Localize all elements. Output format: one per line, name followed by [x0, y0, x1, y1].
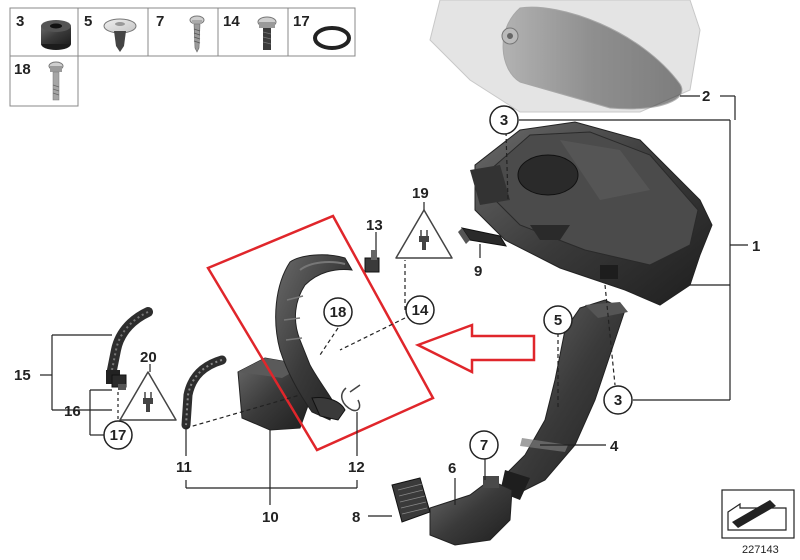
parts-legend [9, 7, 356, 107]
callout-9: 9 [474, 263, 482, 280]
wire-clip-12 [341, 384, 361, 412]
callout-15: 15 [14, 367, 31, 384]
callout-circles [103, 105, 633, 460]
callout-5: 5 [554, 312, 562, 329]
callout-8: 8 [352, 509, 360, 526]
grille-part-8 [391, 477, 431, 523]
callout-17: 17 [110, 427, 127, 444]
diagram-number: 227143 [742, 544, 779, 556]
callout-3-upper: 3 [500, 112, 508, 129]
rubber-grommet-icon [41, 20, 71, 50]
callout-7: 7 [480, 437, 488, 454]
vent-hose-11 [181, 355, 227, 430]
o-ring-icon [313, 26, 351, 50]
callout-4: 4 [610, 438, 619, 455]
callout-12: 12 [348, 459, 365, 476]
callout-20: 20 [140, 349, 157, 366]
legend-number-5: 5 [84, 13, 92, 30]
legend-number-17: 17 [293, 13, 310, 30]
air-filter-housing [470, 121, 713, 306]
hex-bolt-icon [257, 16, 277, 50]
callout-13: 13 [366, 217, 383, 234]
diagram-id-box [721, 489, 795, 539]
torque-warning-icon [119, 371, 177, 421]
screw-icon [189, 15, 205, 53]
callout-14: 14 [412, 302, 429, 319]
highlight-box [206, 214, 435, 452]
callout-18: 18 [330, 304, 347, 321]
bolt-icon [48, 61, 64, 101]
callout-1: 1 [752, 238, 760, 255]
connector-part-16 [111, 374, 127, 390]
callout-16: 16 [64, 403, 81, 420]
torque-warning-icon [395, 209, 453, 259]
intake-tube-highlighted [275, 254, 353, 421]
engine-cover [429, 0, 701, 113]
expanding-rivet-icon [103, 18, 137, 52]
legend-number-3: 3 [16, 13, 24, 30]
legend-number-7: 7 [156, 13, 164, 30]
legend-number-18: 18 [14, 61, 31, 78]
vent-hose-15 [106, 307, 153, 384]
callout-10: 10 [262, 509, 279, 526]
legend-number-14: 14 [223, 13, 240, 30]
callout-6: 6 [448, 460, 456, 477]
sensor-part-13 [364, 250, 380, 273]
clip-part-9 [458, 227, 507, 247]
callout-19: 19 [412, 185, 429, 202]
duct-part-6 [429, 476, 513, 546]
callout-2: 2 [702, 88, 710, 105]
highlight-arrow [414, 323, 536, 375]
leader-lines [40, 95, 748, 517]
callout-11: 11 [176, 459, 192, 476]
callout-3-lower: 3 [614, 392, 622, 409]
